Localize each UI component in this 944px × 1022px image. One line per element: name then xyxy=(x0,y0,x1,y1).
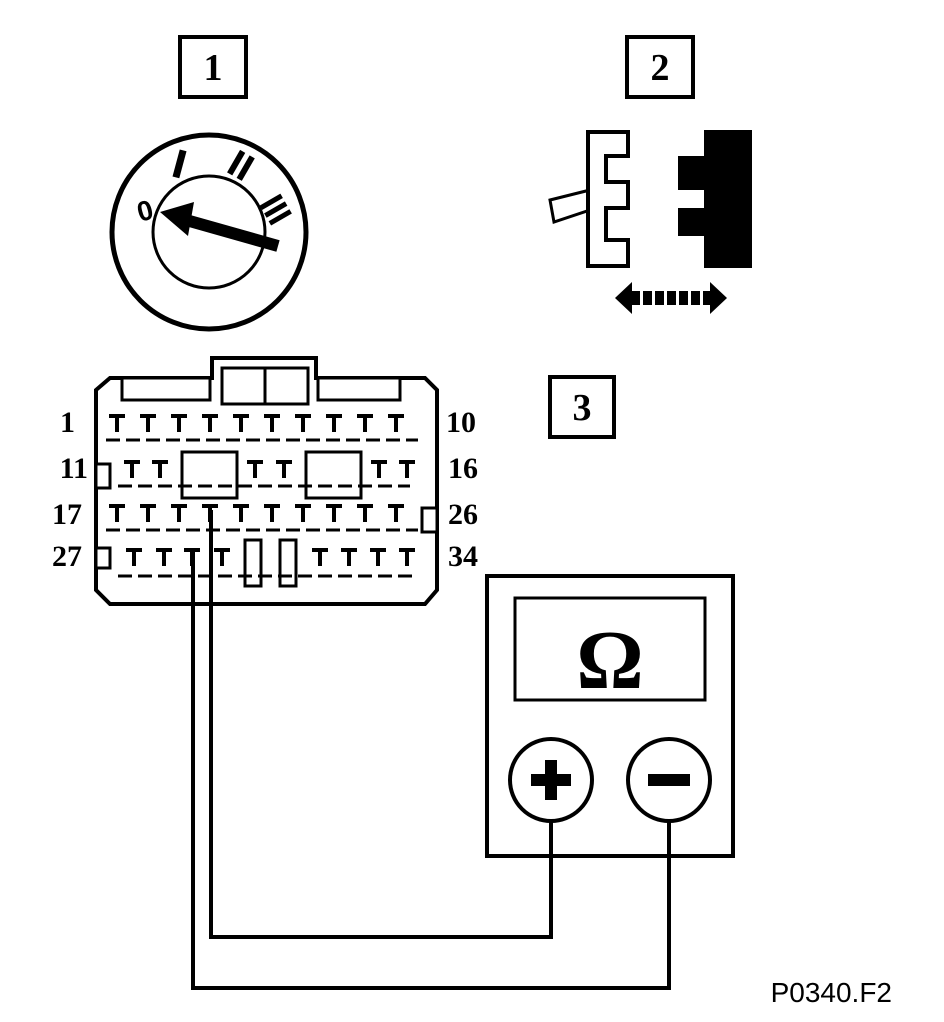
pin-label-34: 34 xyxy=(448,540,478,573)
step-label-3: 3 xyxy=(573,387,592,429)
ohmmeter: Ω xyxy=(485,574,735,858)
ignition-switch-icon: 0 xyxy=(109,132,309,332)
minus-terminal xyxy=(626,737,712,823)
lead-plus-to-pin-20 xyxy=(209,510,553,939)
pin-row-4 xyxy=(126,548,415,566)
ignition-position-0: 0 xyxy=(134,194,157,228)
plus-terminal xyxy=(508,737,594,823)
pin-label-17: 17 xyxy=(52,498,82,531)
test-leads xyxy=(191,510,671,990)
ohm-symbol: Ω xyxy=(576,614,643,707)
figure-code: P0340.F2 xyxy=(771,977,892,1008)
pin-label-1: 1 xyxy=(60,406,75,439)
ignition-position-1-mark xyxy=(172,149,187,179)
pin-label-16: 16 xyxy=(448,452,478,485)
ignition-position-2-mark xyxy=(227,149,255,181)
pin-row-3 xyxy=(109,504,404,522)
connector-disconnect-icon xyxy=(548,130,752,314)
pin-label-11: 11 xyxy=(60,452,88,485)
step-label-1: 1 xyxy=(204,47,223,89)
ohmmeter-display xyxy=(513,596,707,702)
pin-row-1 xyxy=(109,414,404,432)
pin-label-26: 26 xyxy=(448,498,478,531)
step-box-2: 2 xyxy=(625,35,695,99)
pin-row-2 xyxy=(124,460,415,478)
ignition-position-3-mark xyxy=(259,193,292,226)
connector-34-pin xyxy=(94,356,439,606)
step-box-3: 3 xyxy=(548,375,616,439)
step-box-1: 1 xyxy=(178,35,248,99)
lead-minus-to-pin-29 xyxy=(191,552,671,990)
step-label-2: 2 xyxy=(651,47,670,89)
pin-label-10: 10 xyxy=(446,406,476,439)
pin-label-27: 27 xyxy=(52,540,82,573)
